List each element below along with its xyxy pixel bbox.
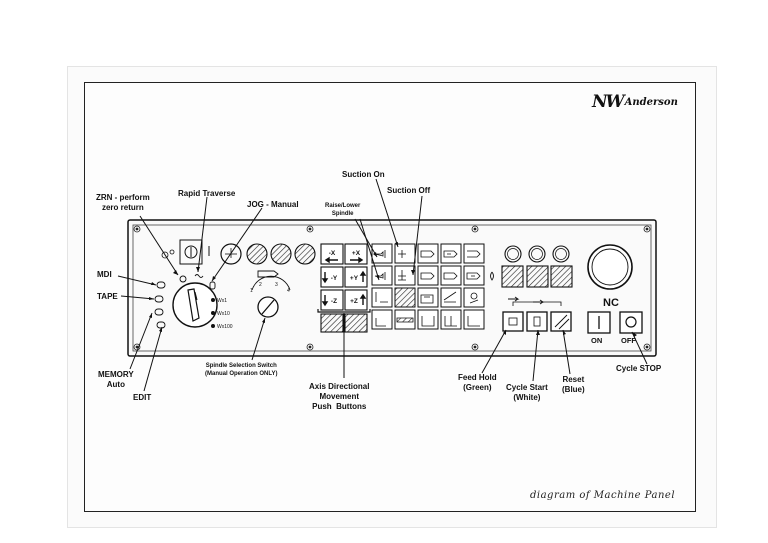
- label-zrn: ZRN - perform zero return: [96, 193, 150, 212]
- axis-plus-z: +Z: [350, 298, 358, 305]
- mode-mark-x1: Wx1: [217, 298, 227, 304]
- label-cycle-start: Cycle Start (White): [506, 383, 548, 402]
- label-mdi: MDI: [97, 270, 112, 279]
- label-spindle-selection: Spindle Selection Switch (Manual Operati…: [205, 363, 278, 377]
- feed-hold-button: [502, 311, 524, 332]
- panel-inner: [132, 224, 652, 352]
- cycle-start-button: [526, 311, 548, 332]
- hatched-button: [294, 243, 316, 265]
- mode-marks: Wx1 Wx10 Wx100: [217, 298, 233, 330]
- label-rapid-traverse: Rapid Traverse: [178, 189, 236, 198]
- diagram-caption: diagram of Machine Panel: [530, 490, 676, 501]
- svg-text:2: 2: [259, 282, 262, 288]
- panel-screws: [133, 225, 651, 351]
- nc-label: NC: [603, 297, 619, 309]
- label-feed-hold: Feed Hold (Green): [458, 373, 497, 392]
- off-label: OFF: [621, 336, 636, 345]
- svg-text:1: 1: [250, 288, 253, 294]
- axis-plus-y: +Y: [350, 275, 359, 282]
- label-jog-manual: JOG - Manual: [247, 200, 299, 209]
- spindle-gauge: [220, 243, 242, 265]
- function-button-icons: [374, 250, 481, 327]
- label-cycle-stop: Cycle STOP: [616, 364, 662, 373]
- brand-mark: NW: [592, 92, 625, 112]
- axis-bracket: [317, 309, 371, 313]
- svg-text:4: 4: [287, 288, 290, 294]
- mode-selector-section: [154, 239, 218, 329]
- spindle-ticks: 1 2 3 4: [250, 282, 290, 294]
- label-suction-on: Suction On: [342, 170, 385, 179]
- mode-mark-x10: Wx10: [217, 311, 230, 317]
- mode-indicator-box: [179, 239, 203, 265]
- axis-minus-x: -X: [329, 250, 336, 257]
- spindle-section: [220, 243, 316, 318]
- label-edit: EDIT: [133, 393, 152, 402]
- axis-minus-z: -Z: [331, 298, 337, 305]
- leader-lines: [117, 178, 648, 392]
- cycle-buttons: [502, 296, 643, 334]
- leader-arrowheads: [149, 242, 637, 337]
- axis-arrow-icons: [321, 256, 367, 307]
- indicator-lamps: [490, 245, 573, 288]
- axis-button-labels: -X +X -Y +Y -Z +Z: [329, 250, 361, 305]
- label-reset: Reset (Blue): [562, 375, 585, 394]
- emergency-stop-button: [587, 244, 633, 290]
- label-tape: TAPE: [97, 292, 118, 301]
- axis-plus-x: +X: [352, 250, 361, 257]
- brand-logo: NW Anderson: [592, 92, 678, 112]
- hatched-button: [246, 243, 268, 265]
- label-axis-buttons: Axis Directional Movement Push Buttons: [309, 382, 370, 411]
- brand-name: Anderson: [624, 96, 678, 108]
- svg-text:3: 3: [275, 282, 278, 288]
- label-suction-off: Suction Off: [387, 186, 431, 195]
- hatched-button: [270, 243, 292, 265]
- on-label: ON: [591, 336, 602, 345]
- mode-mark-x100: Wx100: [217, 324, 233, 330]
- nc-off-button: [619, 311, 643, 334]
- axis-minus-y: -Y: [331, 275, 338, 282]
- label-raise-lower-spindle: Raise/Lower Spindle: [325, 203, 361, 217]
- label-memory-auto: MEMORY Auto: [98, 370, 134, 389]
